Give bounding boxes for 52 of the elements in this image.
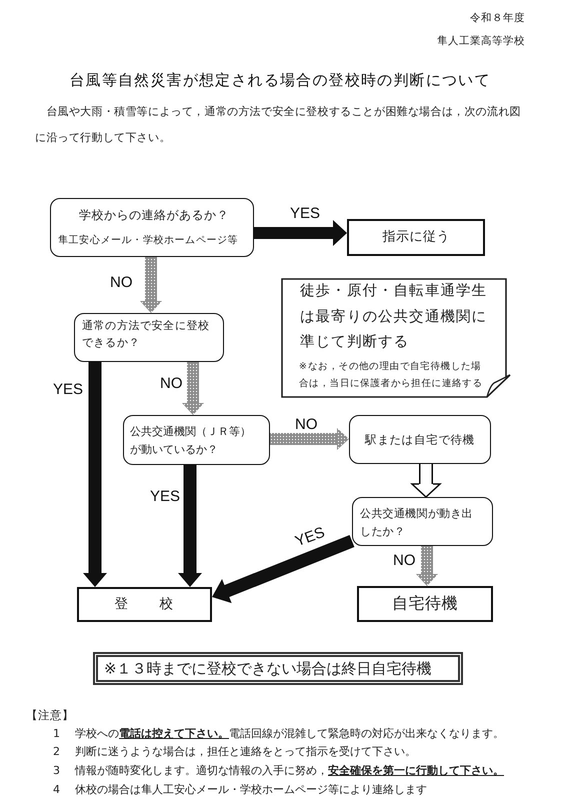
edge-label: YES [53, 381, 84, 398]
year-text: 令和８年度 [470, 11, 525, 25]
action-text: 指示に従う [382, 229, 450, 246]
edge-label: NO [295, 416, 318, 433]
result-box [77, 587, 212, 622]
note-text: 判断に迷うような場合は，担任と連絡をとって指示を受けて下さい。 [75, 745, 416, 759]
action-box [349, 415, 491, 464]
question-text: 公共交通機関（ＪＲ等）が動いているか？ [130, 424, 252, 458]
arrow [210, 534, 354, 604]
result-box [357, 586, 493, 622]
edge-label: YES [290, 205, 320, 222]
edge-label: YES [293, 524, 327, 550]
list-number: 2 [53, 745, 60, 759]
result-box [347, 219, 485, 256]
list-number: 1 [53, 727, 60, 741]
callout-note [281, 278, 512, 398]
school-name: 隼人工業高等学校 [437, 34, 525, 48]
edge-label: NO [160, 375, 182, 392]
arrow [178, 465, 202, 587]
arrow [411, 464, 441, 498]
footnote-text: ※なお，その他の理由で自宅待機した場合は，当日に保護者から担任に連絡する [299, 360, 484, 391]
list-number: 3 [53, 764, 60, 778]
hint-text: 隼工安心メール・学校ホームページ等 [58, 234, 238, 247]
edge-label: NO [110, 274, 132, 291]
action-text: 登 校 [114, 596, 174, 614]
arrow [182, 362, 204, 415]
notes-heading: 【注意】 [26, 707, 74, 723]
edge-label: NO [393, 552, 416, 569]
question-box [50, 198, 254, 257]
page-title: 台風等自然災害が想定される場合の登校時の判断について [69, 70, 491, 90]
notice-text: ※１３時までに登校できない場合は終日自宅待機 [104, 658, 432, 678]
note-text: 徒歩・原付・自転車通学生は最寄りの公共交通機関に準じて判断する [300, 282, 488, 352]
question-box [74, 313, 224, 362]
note-text: 学校への電話は控えて下さい。電話回線が混雑して緊急時の対応が出来なくなります。 [75, 727, 504, 741]
notice-box [93, 652, 463, 685]
arrow [270, 428, 349, 450]
arrow [140, 257, 162, 313]
question-box [123, 415, 270, 465]
edge-label: YES [150, 488, 180, 505]
note-text: 情報が随時変化します。適切な情報の入手に努め，安全確保を第一に行動して下さい。 [75, 764, 504, 778]
arrow [254, 220, 347, 246]
list-number: 4 [53, 783, 60, 797]
question-box [352, 497, 493, 546]
question-text: 公共交通機関が動き出したか？ [360, 506, 474, 540]
note-text: 休校の場合は隼人工安心メール・学校ホームページ等により連絡します [75, 783, 427, 797]
question-text: 学校からの連絡があるか？ [79, 207, 229, 223]
arrow [83, 362, 107, 587]
intro-text: 台風や大雨・積雪等によって，通常の方法で安全に登校することが困難な場合は，次の流れ図に沿って行動して下さい。 [35, 104, 522, 146]
action-text: 自宅待機 [392, 594, 458, 614]
arrow [416, 546, 438, 586]
action-text: 駅または自宅で待機 [365, 432, 475, 447]
question-text: 通常の方法で安全に登校できるか？ [82, 318, 211, 351]
